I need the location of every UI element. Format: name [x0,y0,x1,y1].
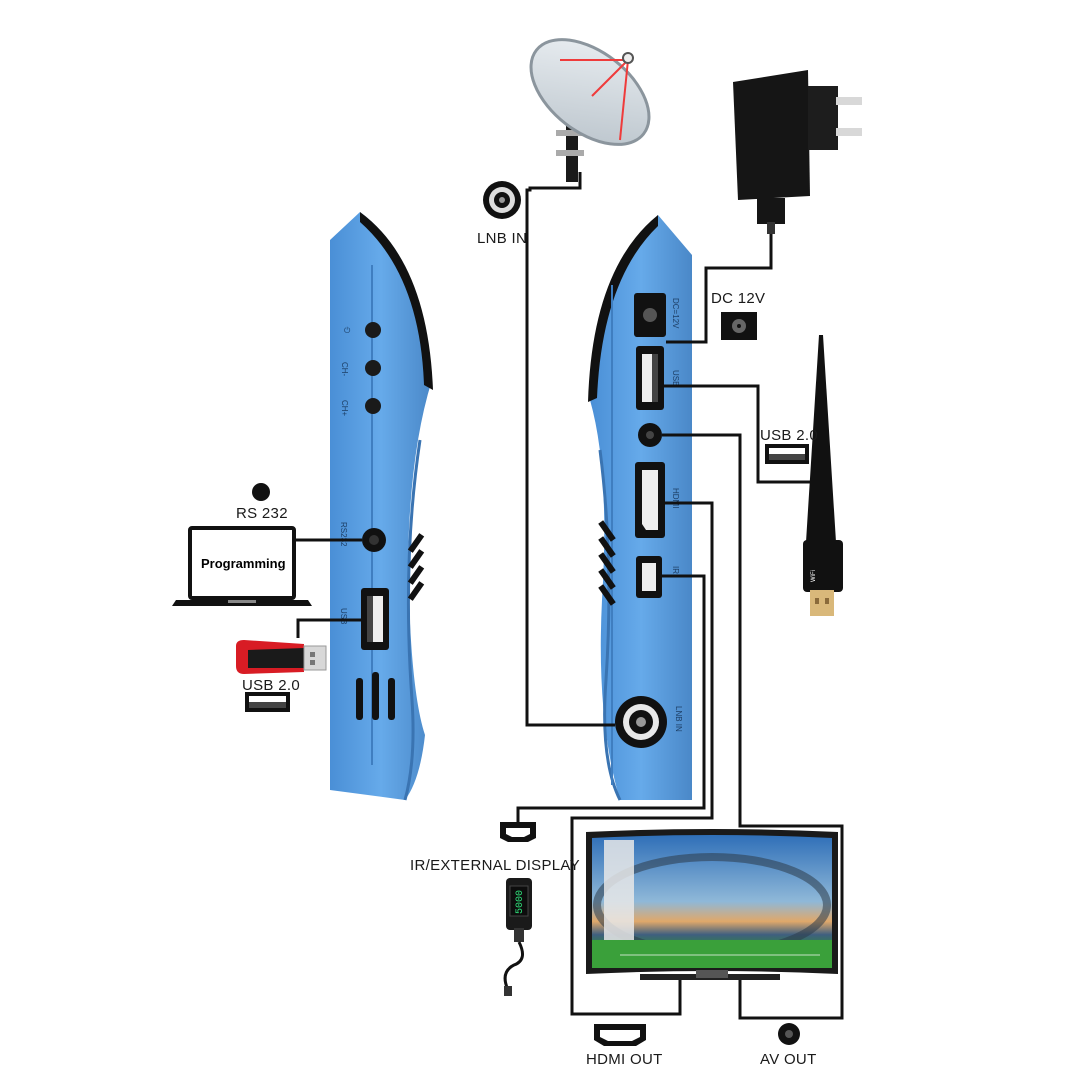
television [586,829,838,980]
label-usb-left: USB 2.0 [242,677,300,694]
port-label-dc: DC=12V [671,298,680,329]
label-hdmi-out: HDMI OUT [586,1051,663,1068]
receiver-right-side: DC=12V USB HDMI IR LNB IN [588,215,692,801]
tv-screen [592,835,832,968]
hdmi-out-icon [594,1024,646,1046]
port-label-ch-minus: CH- [340,362,349,377]
label-lnb-in: LNB IN [477,230,527,247]
svg-text:WiFi: WiFi [811,570,817,582]
power-adapter [733,70,862,234]
label-dc-12v: DC 12V [711,290,765,307]
power-button[interactable] [365,322,381,338]
label-rs232: RS 232 [236,505,288,522]
satellite-dish [529,38,651,182]
label-usb-right: USB 2.0 [760,427,818,444]
port-label-ir: IR [671,566,680,574]
external-display-module: 5000 [503,878,532,996]
rs232-jack-icon [252,483,270,501]
ch-minus-button[interactable] [365,360,381,376]
label-av-out: AV OUT [760,1051,817,1068]
label-ir-external-display: IR/EXTERNAL DISPLAY [410,857,580,874]
receiver-left-edge [360,212,433,390]
receiver-left-body [330,212,432,800]
port-label-ch-plus: CH+ [340,400,349,417]
power-icon: ⏻ [344,326,351,335]
port-label-hdmi: HDMI [671,488,680,508]
port-label-lnb: LNB IN [674,706,683,732]
wifi-dongle: WiFi [803,335,843,616]
port-label-usb-left: USB [339,608,348,624]
display-digits: 5000 [515,890,526,914]
port-label-usb-right: USB [671,370,680,386]
dish-reflector [529,38,651,146]
laptop [172,526,312,606]
label-programming: Programming [201,556,286,571]
receiver-right-edge [588,215,658,402]
receiver-left-side: ⏻ CH- CH+ RS232 USB [330,212,433,801]
usb-flash-drive [236,640,327,674]
dc-jack-icon [721,312,757,340]
lnb-connector-icon [483,181,521,219]
wiring [294,172,844,1020]
ch-plus-button[interactable] [365,398,381,414]
usb-icon-left [245,692,290,712]
usb-icon-right [765,444,809,464]
mini-hdmi-icon [500,822,536,842]
port-label-rs232: RS232 [339,522,348,547]
av-out-icon [778,1023,800,1045]
